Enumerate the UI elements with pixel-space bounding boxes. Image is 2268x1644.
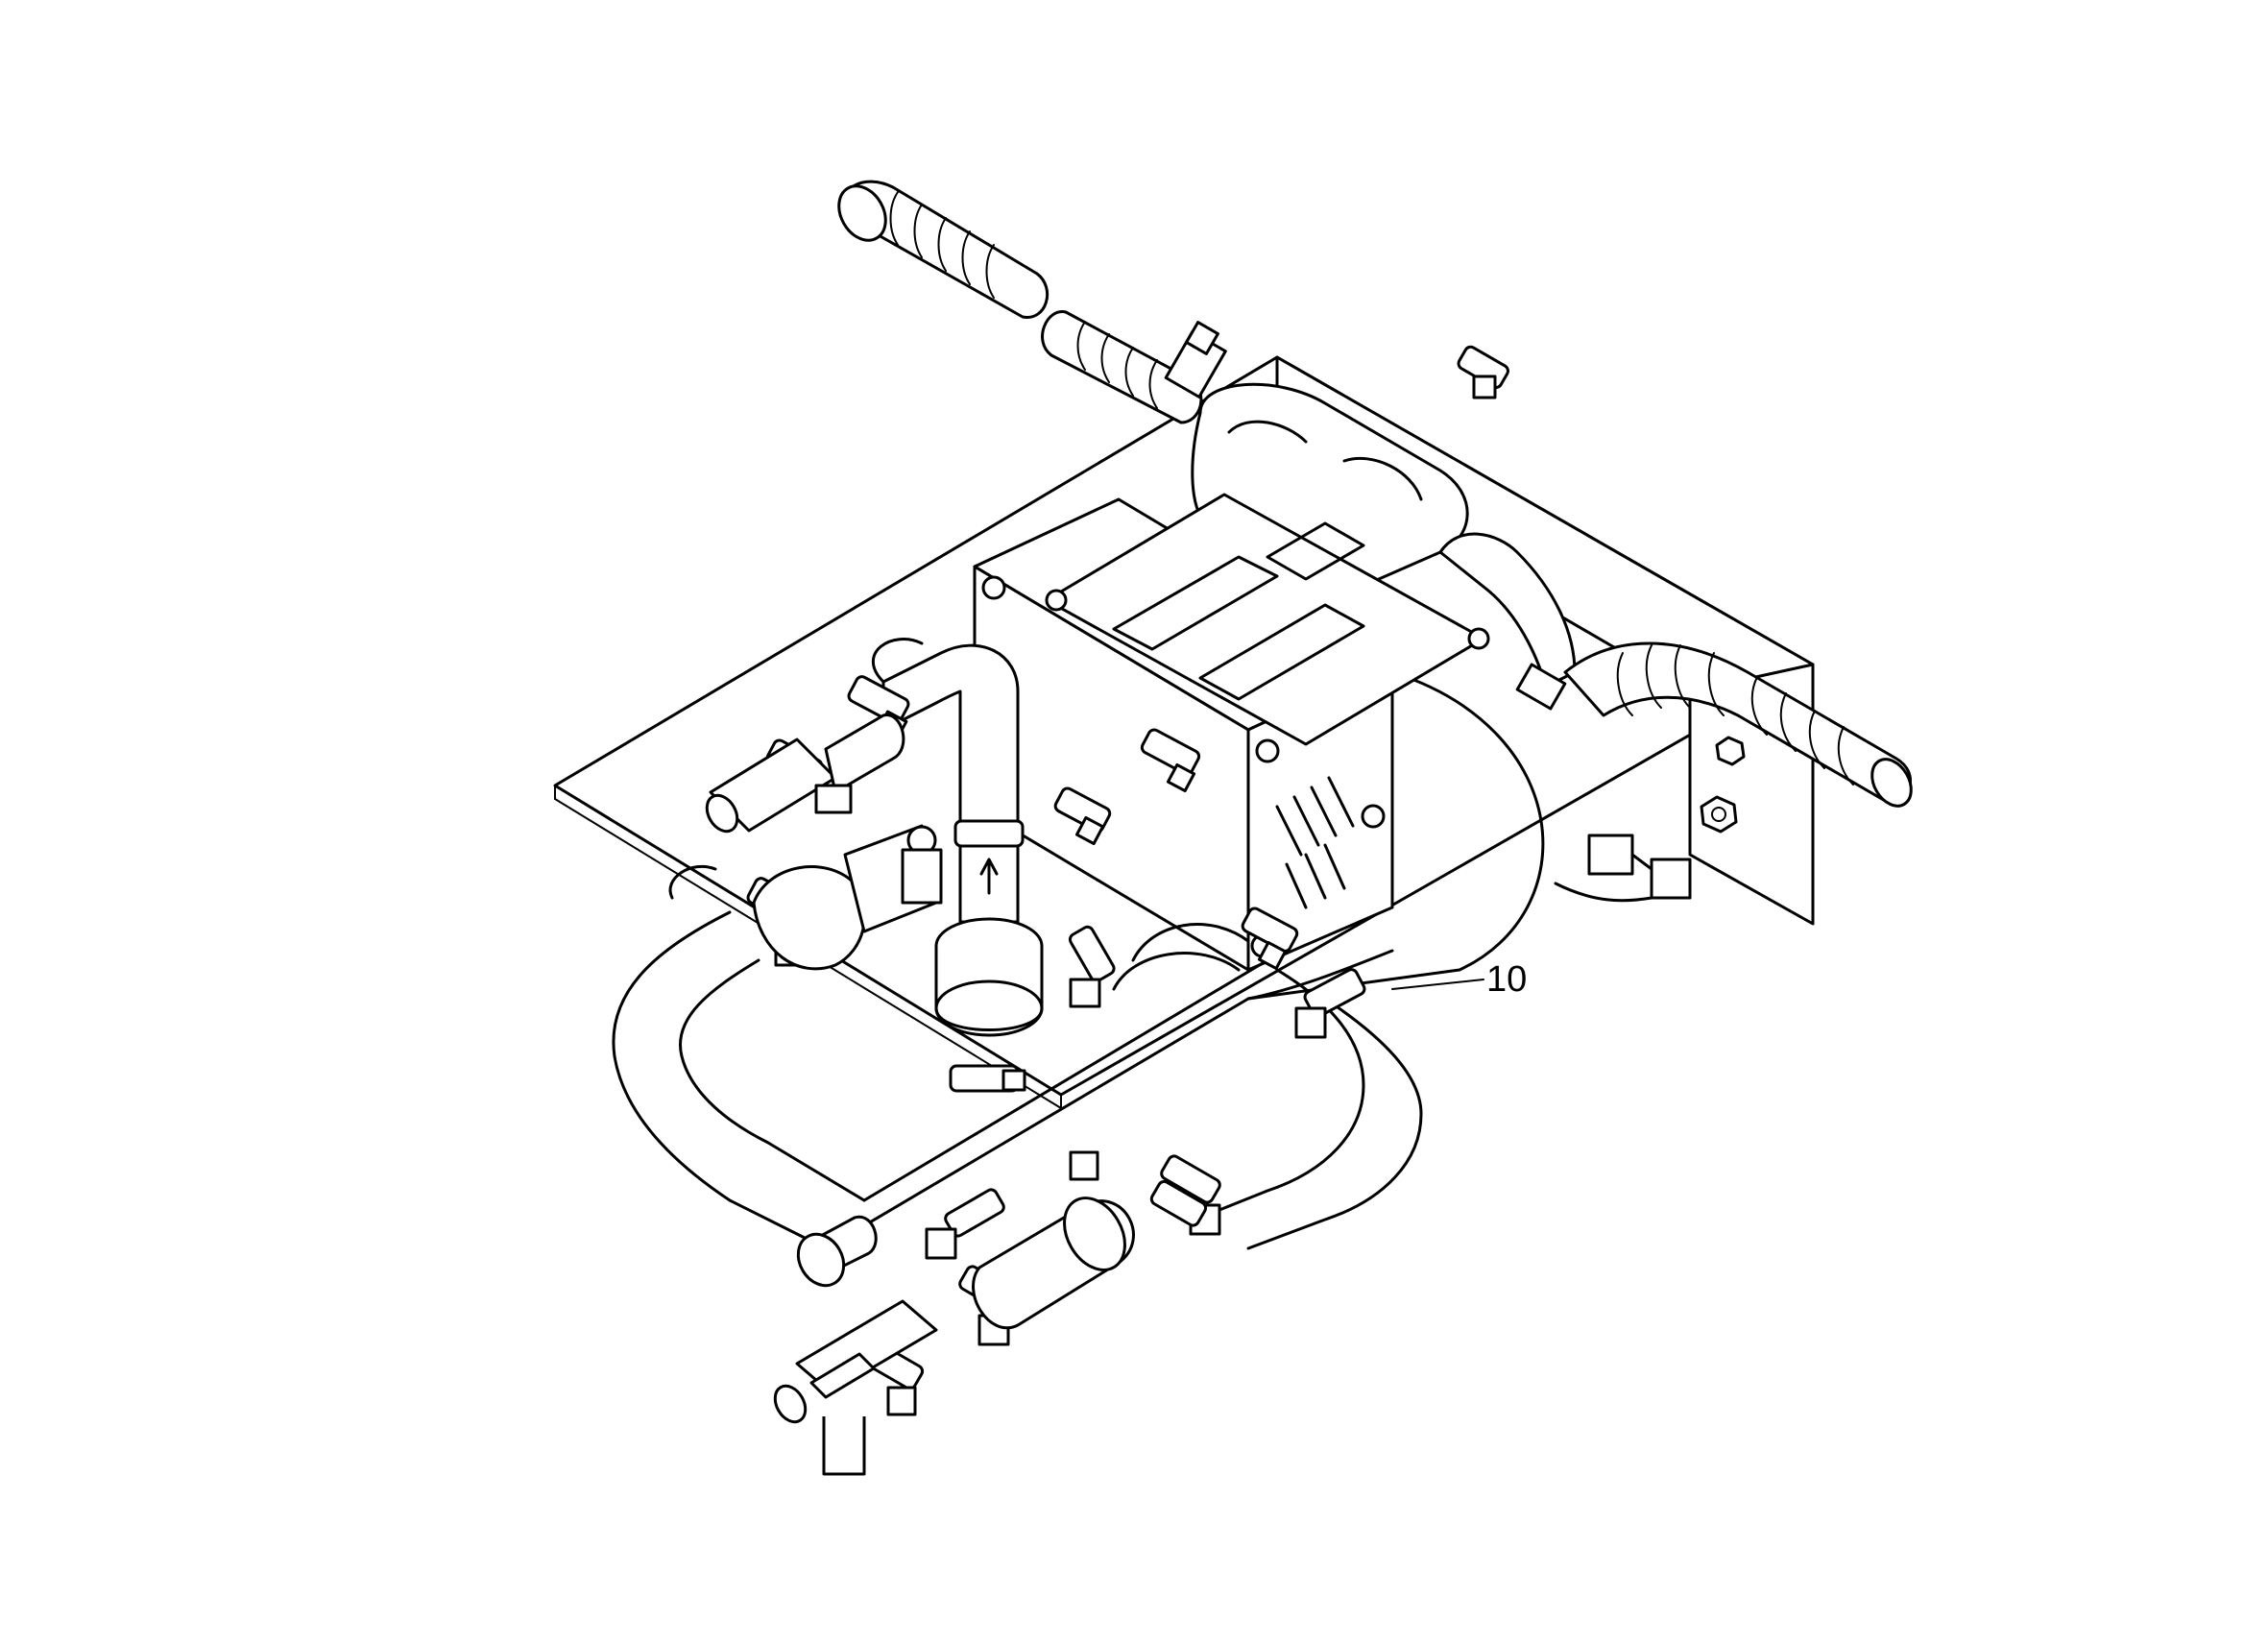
callout-10: 10 bbox=[1486, 959, 1527, 1000]
bracket-strap bbox=[1045, 493, 1490, 746]
lower-filter bbox=[972, 1150, 1208, 1329]
clamp bbox=[1241, 907, 1299, 971]
coolant-connector-left bbox=[705, 713, 905, 834]
vent-slots bbox=[1275, 776, 1355, 909]
exhaust-hose-ribs-lower bbox=[1076, 321, 1158, 409]
clamp bbox=[1457, 345, 1509, 399]
exhaust-hose bbox=[837, 180, 1227, 424]
clamp bbox=[1068, 925, 1116, 1008]
lower-outlet bbox=[773, 1215, 938, 1476]
clamp bbox=[925, 1188, 1005, 1260]
clamp bbox=[949, 1064, 1026, 1093]
air-intake-hose bbox=[1438, 532, 1913, 808]
clamp bbox=[1140, 728, 1201, 793]
air-hose-ribs bbox=[1616, 644, 1854, 786]
clamp bbox=[1053, 786, 1112, 846]
callout-group: 10 bbox=[1391, 959, 1527, 1000]
coolant-valve bbox=[752, 784, 943, 971]
water-pump bbox=[871, 638, 1044, 1037]
electrical-connector bbox=[1554, 834, 1692, 903]
clamp bbox=[1294, 968, 1366, 1039]
exhaust-hose-ribs bbox=[889, 191, 995, 299]
